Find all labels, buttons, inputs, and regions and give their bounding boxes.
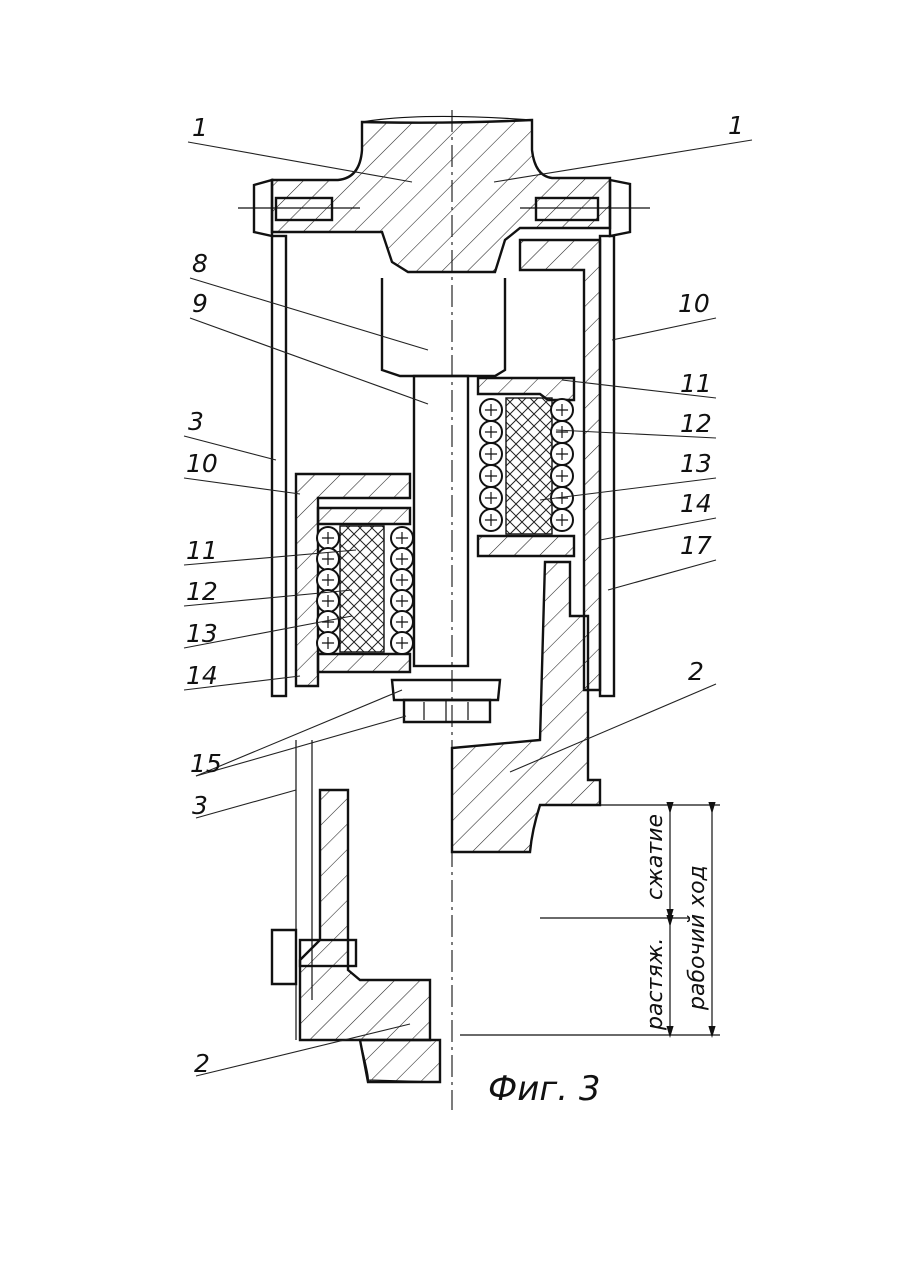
tension-label: растяж.: [643, 938, 668, 1031]
callout-17-right: 17: [680, 531, 712, 560]
callout-3-upper: 3: [188, 407, 204, 436]
callout-3-lower: 3: [192, 791, 208, 820]
rod-nut: [392, 680, 500, 722]
callout-12-left: 12: [186, 577, 218, 606]
callout-10-right: 10: [678, 289, 710, 318]
callout-14-left: 14: [186, 661, 218, 690]
compression-label: сжатие: [643, 814, 668, 900]
figure-caption: Фиг. 3: [488, 1069, 600, 1109]
callout-15: 15: [190, 749, 222, 778]
callout-1-right: 1: [728, 111, 744, 140]
callout-11-left: 11: [186, 536, 218, 565]
working-stroke-label: рабочий ход: [685, 865, 710, 1011]
callout-2-bottom: 2: [194, 1049, 210, 1078]
callout-12-right: 12: [680, 409, 712, 438]
callout-1-left: 1: [192, 113, 208, 142]
callout-8: 8: [192, 249, 208, 278]
callout-13-left: 13: [186, 619, 218, 648]
callout-9: 9: [192, 289, 208, 318]
callout-2-right: 2: [688, 657, 704, 686]
callout-13-right: 13: [680, 449, 712, 478]
callout-14-right: 14: [680, 489, 712, 518]
callout-10-left: 10: [186, 449, 218, 478]
callout-11-right: 11: [680, 369, 712, 398]
